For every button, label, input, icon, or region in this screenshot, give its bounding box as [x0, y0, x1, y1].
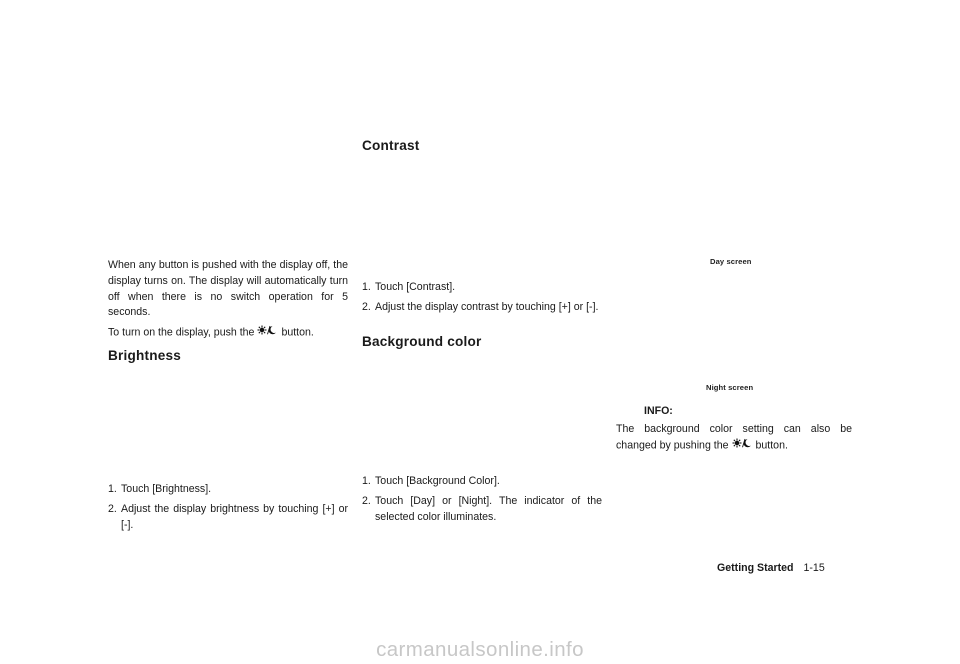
night-screen-caption: Night screen	[706, 383, 754, 392]
page-number: 1-15	[803, 562, 825, 574]
list-item: 2. Adjust the display brightness by touch…	[108, 502, 348, 534]
day-screen-caption: Day screen	[710, 257, 752, 266]
list-item: 1. Touch [Background Color].	[362, 474, 602, 490]
contrast-steps: 1. Touch [Contrast]. 2. Adjust the display…	[362, 280, 602, 320]
intro-paragraph: When any button is pushed with the displ…	[108, 259, 348, 319]
step-number: 1.	[108, 483, 117, 495]
step-number: 1.	[362, 475, 371, 487]
step-text: Adjust the display brightness by touchin…	[121, 502, 348, 531]
intro-turn-on-paragraph: To turn on the display, push the button.	[108, 325, 348, 342]
left-column: When any button is pushed with the displ…	[108, 258, 348, 531]
brightness-heading: Brightness	[108, 347, 182, 363]
step-text: Touch [Background Color].	[375, 475, 500, 487]
brightness-steps: 1. Touch [Brightness]. 2. Adjust the displ…	[108, 482, 348, 537]
step-number: 1.	[362, 281, 371, 293]
info-text: The background color setting can also be…	[616, 423, 852, 452]
button-word: button.	[755, 439, 788, 452]
step-text: Adjust the display contrast by touching …	[375, 300, 599, 313]
background-color-heading: Background color	[362, 334, 482, 349]
sun-moon-icon	[257, 325, 277, 341]
list-item: 1. Touch [Contrast].	[362, 280, 602, 296]
step-text: Touch [Brightness].	[121, 483, 212, 495]
step-number: 2.	[362, 494, 371, 507]
step-text: Touch [Day] or [Night]. The indicator of…	[375, 494, 602, 523]
contrast-heading: Contrast	[362, 138, 420, 153]
sun-moon-icon	[732, 438, 752, 454]
turn-on-text: To turn on the display, push the	[108, 326, 255, 339]
step-number: 2.	[108, 502, 117, 515]
info-block: INFO: The background color setting can a…	[616, 405, 852, 454]
middle-column: Contrast 1. Touch [Contrast]. 2. Adjust th…	[362, 138, 602, 523]
list-item: 1. Touch [Brightness].	[108, 482, 348, 498]
watermark: carmanualsonline.info	[376, 638, 584, 661]
info-heading: INFO:	[644, 405, 673, 417]
list-item: 2. Adjust the display contrast by touchin…	[362, 300, 602, 316]
step-text: Touch [Contrast].	[375, 281, 456, 293]
section-title: Getting Started	[717, 562, 794, 574]
page-footer: Getting Started 1-15	[717, 562, 825, 574]
step-number: 2.	[362, 300, 371, 313]
info-paragraph: The background color setting can also be…	[616, 422, 852, 454]
list-item: 2. Touch [Day] or [Night]. The indicator …	[362, 494, 602, 526]
background-color-steps: 1. Touch [Background Color]. 2. Touch [Day…	[362, 474, 602, 529]
button-word: button.	[281, 326, 314, 339]
